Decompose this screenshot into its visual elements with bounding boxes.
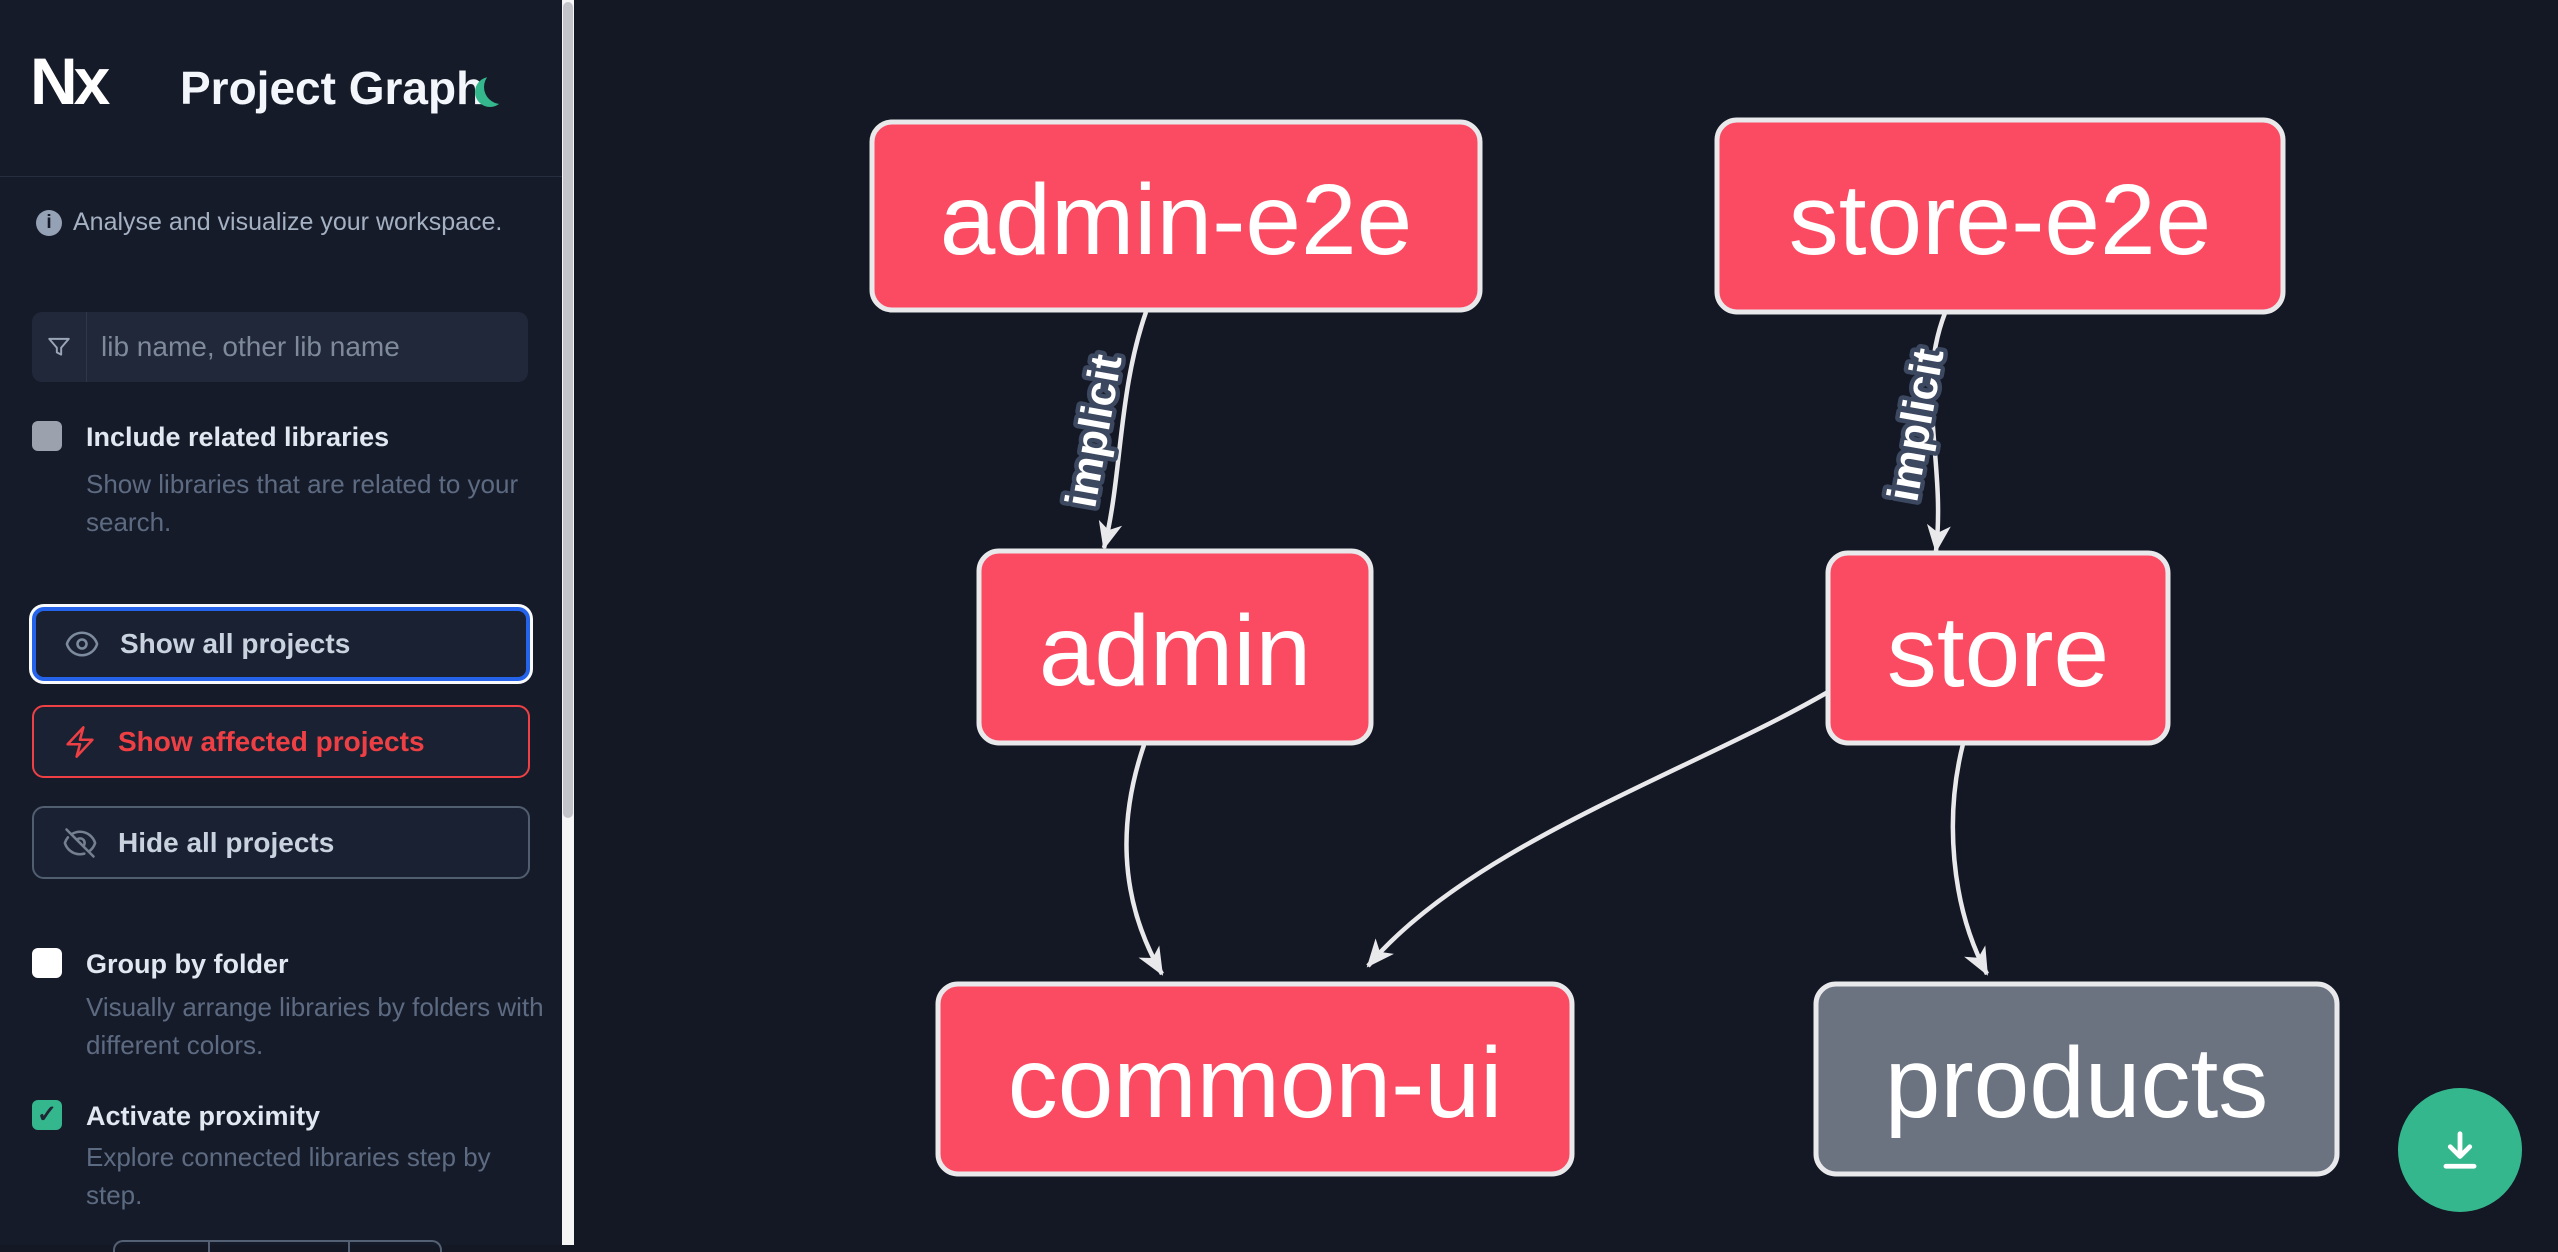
include-related-checkbox[interactable] (32, 421, 62, 451)
show-affected-projects-button[interactable]: Show affected projects (32, 705, 530, 778)
check-icon: ✓ (36, 1101, 58, 1128)
dark-mode-moon-icon[interactable] (484, 70, 518, 104)
partial-segmented-control[interactable] (113, 1240, 442, 1252)
group-by-folder-checkbox[interactable] (32, 948, 62, 978)
graph-node-admin-e2e[interactable]: admin-e2e (869, 119, 1483, 313)
edge-label-implicit: implicit (1878, 345, 1953, 506)
search-input[interactable] (87, 312, 528, 382)
filter-icon (32, 312, 87, 382)
search-box (32, 312, 528, 382)
edge-store-e2e-to-store (1926, 312, 1951, 553)
sidebar: Nx Project Graph i Analyse and visualize… (0, 0, 562, 1252)
tagline-text: Analyse and visualize your workspace. (73, 208, 503, 236)
download-icon (2434, 1124, 2486, 1176)
nx-logo-icon: Nx (30, 44, 110, 118)
graph-node-admin[interactable]: admin (976, 548, 1374, 746)
segment (210, 1242, 350, 1252)
edge-admin-e2e-to-admin (1098, 311, 1149, 550)
graph-node-store[interactable]: store (1825, 550, 2171, 746)
eye-slash-icon (62, 825, 98, 861)
app-header: Nx Project Graph (0, 0, 562, 177)
node-label: common-ui (1008, 1027, 1503, 1139)
node-label: admin-e2e (940, 164, 1413, 276)
activate-proximity-checkbox[interactable]: ✓ (32, 1100, 62, 1130)
show-all-projects-button[interactable]: Show all projects (32, 607, 530, 681)
hide-all-projects-button[interactable]: Hide all projects (32, 806, 530, 879)
option-description: Explore connected libraries step by step… (86, 1142, 491, 1210)
node-label: store (1887, 596, 2109, 708)
bolt-icon (62, 724, 98, 760)
option-description: Show libraries that are related to your … (86, 469, 519, 537)
node-label: products (1885, 1027, 2269, 1139)
edge-store-to-common-ui (1366, 690, 1830, 968)
option-label: Group by folder (86, 949, 289, 979)
graph-node-products[interactable]: products (1813, 981, 2340, 1177)
edge-store-to-products (1950, 743, 1989, 976)
button-label: Show affected projects (118, 725, 425, 757)
option-label: Activate proximity (86, 1101, 321, 1131)
graph-node-common-ui[interactable]: common-ui (935, 981, 1575, 1177)
button-label: Hide all projects (118, 826, 335, 858)
option-label: Include related libraries (86, 422, 390, 452)
info-icon: i (36, 209, 62, 236)
edge-admin-to-common-ui (1124, 744, 1164, 976)
segment (115, 1242, 210, 1252)
scrollbar-thumb[interactable] (563, 2, 573, 818)
segment (350, 1242, 440, 1252)
workspace-info-row: i Analyse and visualize your workspace. (36, 208, 502, 237)
node-label: admin (1039, 595, 1311, 707)
download-image-button[interactable] (2398, 1088, 2522, 1212)
eye-icon (64, 626, 100, 662)
header-divider (0, 176, 562, 177)
sidebar-scrollbar[interactable] (562, 0, 574, 1245)
option-description: Visually arrange libraries by folders wi… (86, 992, 544, 1060)
node-label: store-e2e (1789, 164, 2211, 276)
graph-node-store-e2e[interactable]: store-e2e (1714, 117, 2286, 315)
page-title: Project Graph (180, 62, 485, 114)
button-label: Show all projects (120, 628, 351, 659)
